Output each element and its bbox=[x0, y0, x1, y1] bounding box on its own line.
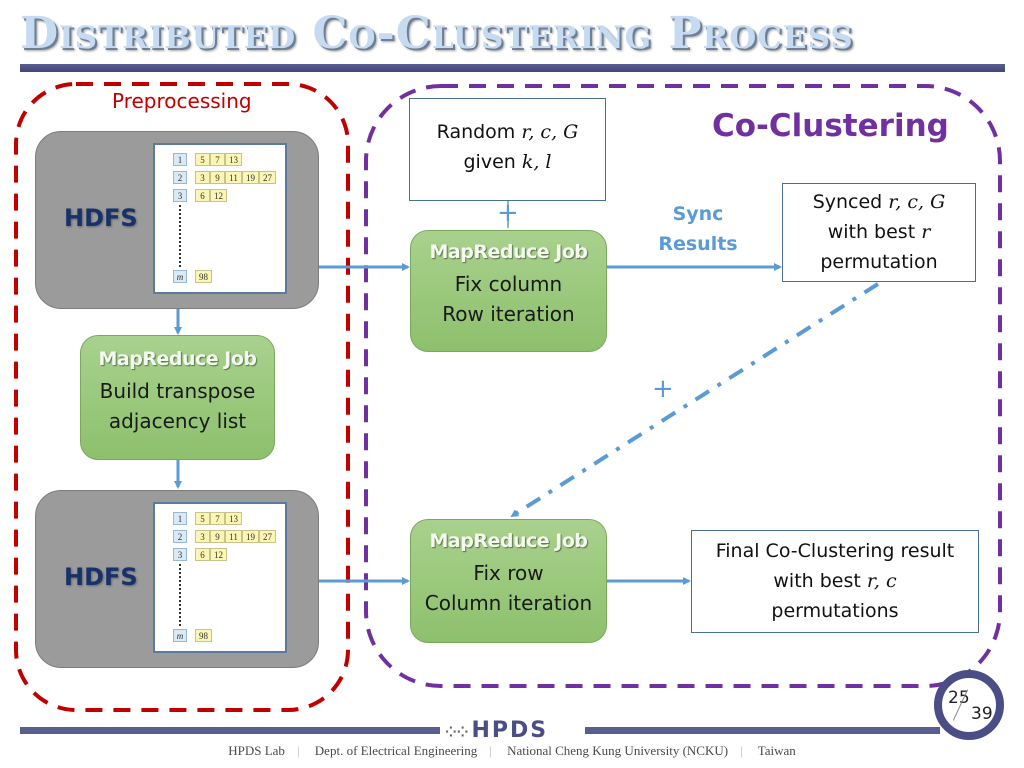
init-math2: k, l bbox=[521, 151, 552, 173]
footer-item: HPDS Lab bbox=[228, 743, 285, 758]
sync-label-line1: Sync bbox=[672, 203, 724, 225]
adjacency-value-cell: 6 bbox=[195, 548, 210, 561]
col-job-line1: Fix row bbox=[473, 561, 544, 585]
co-clustering-group-border bbox=[364, 84, 1002, 688]
adjacency-index-cell: m bbox=[173, 629, 187, 642]
footer-bar-left bbox=[20, 727, 440, 734]
col-job-line2: Column iteration bbox=[424, 591, 593, 615]
adjacency-value-cell: 5 bbox=[195, 512, 210, 525]
adjacency-ellipsis bbox=[179, 205, 181, 267]
final-line3: permutations bbox=[771, 600, 899, 622]
mapreduce-title: MapReduce Job bbox=[98, 348, 257, 370]
adjacency-value-cell: 98 bbox=[195, 270, 212, 283]
adjacency-value-cell: 9 bbox=[210, 530, 225, 543]
preprocessing-group-border bbox=[14, 82, 350, 712]
hdfs-top-label: HDFS bbox=[64, 204, 138, 232]
title-underline bbox=[20, 64, 1005, 72]
adjacency-ellipsis bbox=[179, 564, 181, 626]
hpds-logo: ⁘⁘HPDS bbox=[445, 718, 548, 743]
footer-item: Taiwan bbox=[757, 743, 796, 758]
final-result-box: Final Co-Clustering result with best r, … bbox=[691, 530, 979, 633]
footer-item: National Cheng Kung University (NCKU) bbox=[507, 743, 729, 758]
init-text1: Random bbox=[436, 121, 522, 143]
adjacency-value-cell: 19 bbox=[242, 530, 259, 543]
row-job-title: MapReduce Job bbox=[429, 241, 588, 263]
logo-dots-icon: ⁘⁘ bbox=[445, 725, 469, 741]
synced-math2: r bbox=[921, 221, 931, 243]
page-total: 39 bbox=[971, 704, 993, 724]
adjacency-index-cell: 2 bbox=[173, 530, 187, 543]
mapreduce-column-iteration: MapReduce Job Fix row Column iteration bbox=[410, 519, 607, 643]
adjacency-value-cell: 3 bbox=[195, 171, 210, 184]
adjacency-value-cell: 13 bbox=[225, 512, 242, 525]
final-math2: r, c bbox=[866, 570, 897, 592]
plus-symbol-middle: + bbox=[652, 374, 674, 404]
adjacency-value-cell: 6 bbox=[195, 189, 210, 202]
synced-math1: r, c, G bbox=[888, 191, 946, 213]
footer-bar-right bbox=[585, 727, 940, 734]
col-job-title: MapReduce Job bbox=[429, 530, 588, 552]
adjacency-value-cell: 12 bbox=[210, 548, 227, 561]
plus-symbol-top: + bbox=[497, 198, 519, 228]
mapreduce-line1: Build transpose bbox=[99, 379, 256, 403]
mapreduce-line2: adjacency list bbox=[108, 409, 247, 433]
synced-line3: permutation bbox=[820, 251, 938, 273]
adjacency-index-cell: 1 bbox=[173, 153, 187, 166]
adjacency-index-cell: 2 bbox=[173, 171, 187, 184]
adjacency-index-cell: m bbox=[173, 270, 187, 283]
init-text2: given bbox=[463, 151, 522, 173]
init-math1: r, c, G bbox=[521, 121, 579, 143]
adjacency-value-cell: 11 bbox=[225, 171, 242, 184]
adjacency-value-cell: 7 bbox=[210, 153, 225, 166]
adjacency-value-cell: 27 bbox=[259, 530, 276, 543]
final-text2: with best bbox=[773, 570, 867, 592]
adjacency-value-cell: 11 bbox=[225, 530, 242, 543]
adjacency-value-cell: 19 bbox=[242, 171, 259, 184]
adjacency-value-cell: 5 bbox=[195, 153, 210, 166]
adjacency-index-cell: 3 bbox=[173, 189, 187, 202]
init-box: Random r, c, G given k, l bbox=[409, 98, 606, 201]
sync-results-label: Sync Results bbox=[652, 199, 744, 259]
footer-info: HPDS Lab| Dept. of Electrical Engineerin… bbox=[228, 743, 796, 758]
row-job-line2: Row iteration bbox=[442, 302, 575, 326]
slide-title: Distributed Co-Clustering Process bbox=[20, 8, 854, 59]
arrow-synced-to-col-job bbox=[510, 282, 880, 518]
page-number-badge bbox=[934, 670, 1004, 740]
synced-text2: with best bbox=[827, 221, 922, 243]
co-clustering-label: Co-Clustering bbox=[712, 108, 949, 144]
footer-item: Dept. of Electrical Engineering bbox=[314, 743, 478, 758]
adjacency-value-cell: 13 bbox=[225, 153, 242, 166]
adjacency-index-cell: 3 bbox=[173, 548, 187, 561]
preprocessing-label: Preprocessing bbox=[112, 89, 252, 113]
synced-text1: Synced bbox=[812, 191, 889, 213]
adjacency-value-cell: 7 bbox=[210, 512, 225, 525]
mapreduce-row-iteration: MapReduce Job Fix column Row iteration bbox=[410, 230, 607, 352]
sync-label-line2: Results bbox=[658, 233, 738, 255]
adjacency-value-cell: 27 bbox=[259, 171, 276, 184]
logo-text: HPDS bbox=[471, 718, 549, 743]
adjacency-value-cell: 12 bbox=[210, 189, 227, 202]
synced-box: Synced r, c, G with best r permutation bbox=[782, 183, 976, 282]
row-job-line1: Fix column bbox=[454, 272, 563, 296]
adjacency-value-cell: 98 bbox=[195, 629, 212, 642]
mapreduce-build-transpose: MapReduce Job Build transpose adjacency … bbox=[80, 335, 275, 460]
adjacency-value-cell: 3 bbox=[195, 530, 210, 543]
hdfs-bottom-label: HDFS bbox=[64, 563, 138, 591]
adjacency-index-cell: 1 bbox=[173, 512, 187, 525]
adjacency-value-cell: 9 bbox=[210, 171, 225, 184]
final-line1: Final Co-Clustering result bbox=[715, 540, 955, 562]
